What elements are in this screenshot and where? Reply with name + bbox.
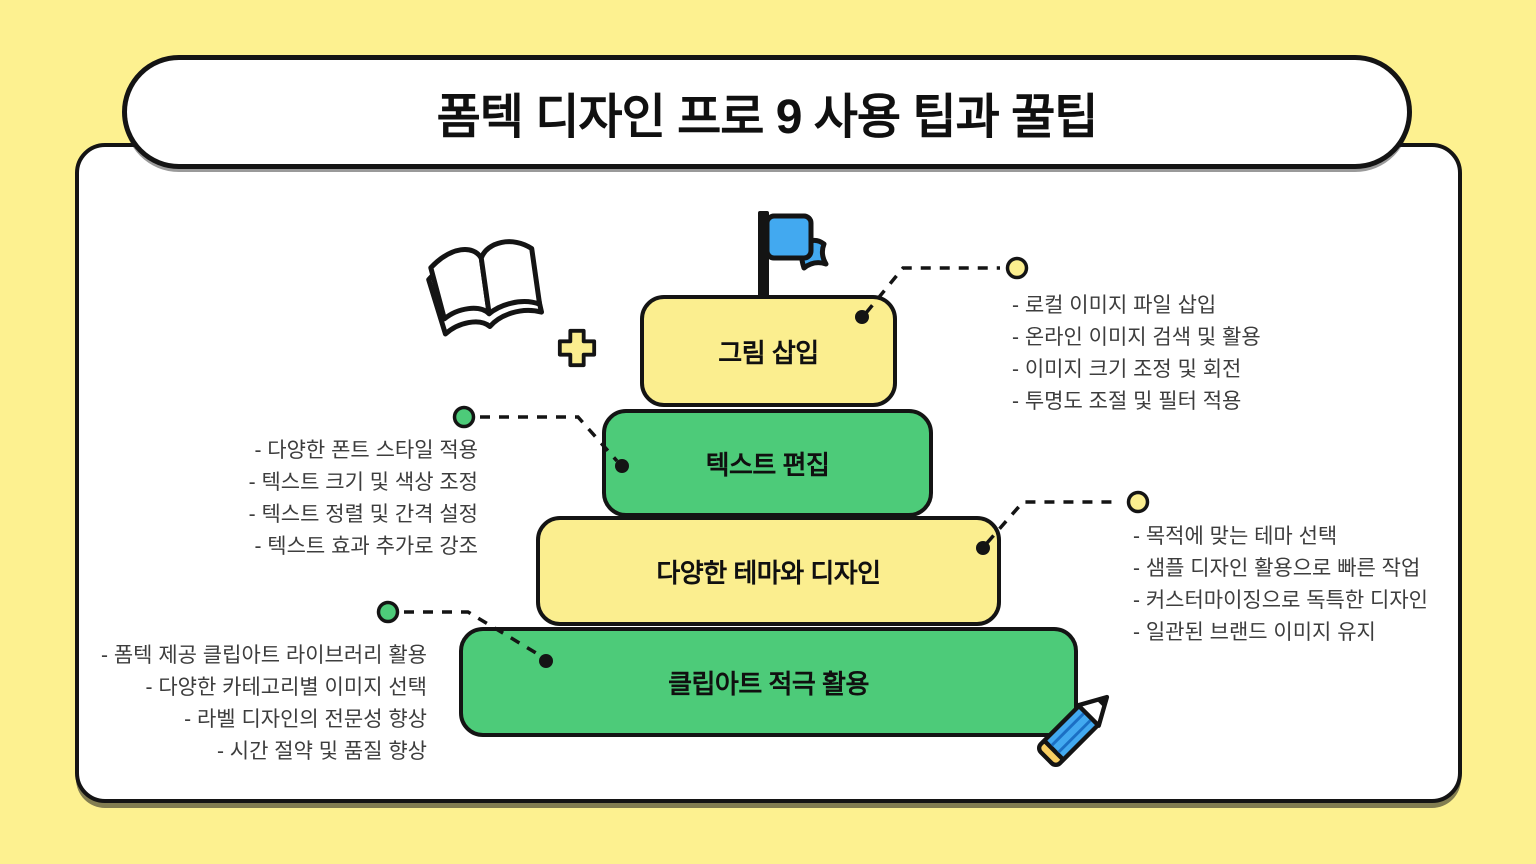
note-line: - 목적에 맞는 테마 선택 [1133, 525, 1338, 548]
note-line: - 샘플 디자인 활용으로 빠른 작업 [1133, 557, 1421, 580]
note-line: - 일관된 브랜드 이미지 유지 [1133, 621, 1376, 644]
note-line: - 텍스트 크기 및 색상 조정 [248, 471, 478, 494]
tier-label: 그림 삽입 [718, 337, 819, 368]
note-line: - 텍스트 정렬 및 간격 설정 [248, 503, 478, 526]
note-line: - 이미지 크기 조정 및 회전 [1012, 358, 1242, 381]
tier-label: 다양한 테마와 디자인 [656, 557, 881, 588]
note-line: - 로컬 이미지 파일 삽입 [1012, 294, 1217, 317]
note-line: - 폼텍 제공 클립아트 라이브러리 활용 [101, 644, 427, 667]
notes-insert-image: - 로컬 이미지 파일 삽입 - 온라인 이미지 검색 및 활용 - 이미지 크… [1012, 290, 1261, 418]
pyramid-tier-text-editing: 텍스트 편집 [602, 409, 933, 517]
pyramid-tier-themes-design: 다양한 테마와 디자인 [536, 516, 1001, 626]
note-line: - 온라인 이미지 검색 및 활용 [1012, 326, 1261, 349]
note-line: - 다양한 카테고리별 이미지 선택 [145, 676, 428, 699]
note-line: - 다양한 폰트 스타일 적용 [254, 439, 478, 462]
page-title: 폼텍 디자인 프로 9 사용 팁과 꿀팁 [436, 91, 1099, 144]
notes-clipart: - 폼텍 제공 클립아트 라이브러리 활용 - 다양한 카테고리별 이미지 선택… [101, 640, 427, 768]
tier-label: 텍스트 편집 [705, 449, 830, 480]
pyramid-tier-clipart: 클립아트 적극 활용 [459, 627, 1078, 737]
note-line: - 시간 절약 및 품질 향상 [216, 740, 427, 763]
note-line: - 커스터마이징으로 독특한 디자인 [1133, 589, 1428, 612]
notes-text-editing: - 다양한 폰트 스타일 적용 - 텍스트 크기 및 색상 조정 - 텍스트 정… [249, 435, 478, 563]
title-banner: 폼텍 디자인 프로 9 사용 팁과 꿀팁 [122, 55, 1412, 169]
pyramid-tier-insert-image: 그림 삽입 [640, 295, 897, 407]
note-line: - 텍스트 효과 추가로 강조 [254, 535, 478, 558]
tier-label: 클립아트 적극 활용 [668, 668, 869, 699]
note-line: - 투명도 조절 및 필터 적용 [1012, 390, 1242, 413]
note-line: - 라벨 디자인의 전문성 향상 [184, 708, 427, 731]
notes-themes-design: - 목적에 맞는 테마 선택 - 샘플 디자인 활용으로 빠른 작업 - 커스터… [1133, 521, 1428, 649]
